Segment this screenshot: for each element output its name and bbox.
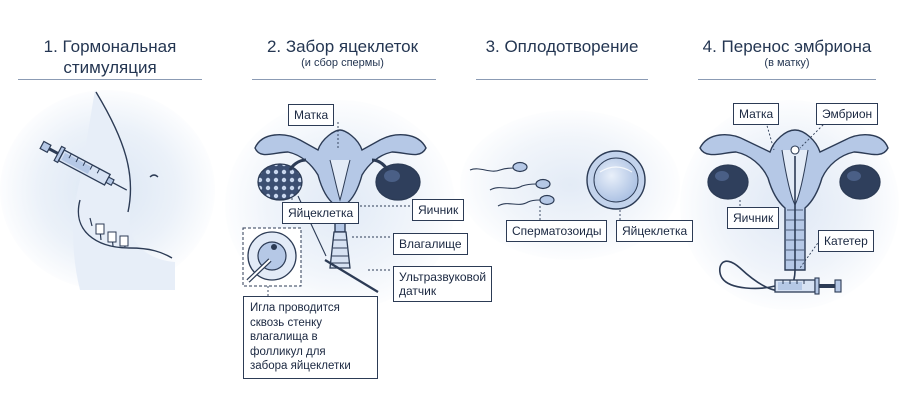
label-egg-3: Яйцеклетка [616,220,694,242]
label-sperm-3: Сперматозоиды [506,220,608,242]
step-1-title-line-2: стимуляция [63,58,157,77]
step-1-rule [18,79,202,80]
step-4-title-line-1: 4. Перенос эмбриона [702,37,872,56]
leader-lines-4 [739,121,827,269]
step-3-rule [476,79,648,80]
needle-note-line-3: влагалища в [250,331,318,343]
needle-note-line-1: Игла проводится [250,302,340,314]
step-2-subtitle: (и сбор спермы) [301,57,384,69]
needle-note: Игла проводится сквозь стенку влагалища … [243,296,378,379]
step-3-title: 3. Оплодотворение [462,36,662,57]
label-probe-line-1: Ультразвуковой [399,270,487,284]
leader-lines-2 [267,122,410,296]
label-uterus-4: Матка [733,103,780,125]
label-ovary-2: Яичник [412,199,465,221]
label-ovary-4: Яичник [727,207,780,229]
label-probe-2: Ультразвуковой датчик [393,266,493,302]
step-2-title-line-1: 2. Забор яцеклеток [266,37,419,56]
needle-note-line-2: сквозь стенку [250,316,323,329]
label-vagina-2: Влагалище [393,233,468,255]
step-4-rule [698,79,876,80]
label-catheter-4: Катетер [818,230,874,252]
needle-magnified-inset [242,227,302,287]
abdomen-illustration [73,90,175,290]
step-4-subtitle: (в матку) [764,57,810,69]
catheter-syringe-icon [718,260,842,295]
step-1-title: 1. Гормональная стимуляция [10,36,210,78]
syringe-icon [39,140,128,191]
step-2-title: 2. Забор яцеклеток (и сбор спермы) [235,36,450,70]
sperm-cells [469,161,555,207]
step-4-title: 4. Перенос эмбриона (в матку) [682,36,892,70]
leader-lines-3 [539,206,621,220]
needle-note-line-4: фолликул для [250,345,326,358]
step-3-title-line-1: 3. Оплодотворение [485,37,639,56]
step-1-title-line-1: 1. Гормональная [43,37,177,56]
label-embryo-4: Эмбрион [816,103,879,125]
label-uterus-2: Матка [288,104,335,126]
label-probe-line-2: датчик [399,284,437,298]
egg-cell-3 [586,150,646,210]
step-2-rule [252,79,436,80]
reproductive-organs-2 [254,129,427,293]
label-egg-2: Яйцеклетка [282,202,360,224]
reproductive-organs-4 [699,129,889,271]
needle-note-line-5: забора яйцеклетки [250,360,351,372]
